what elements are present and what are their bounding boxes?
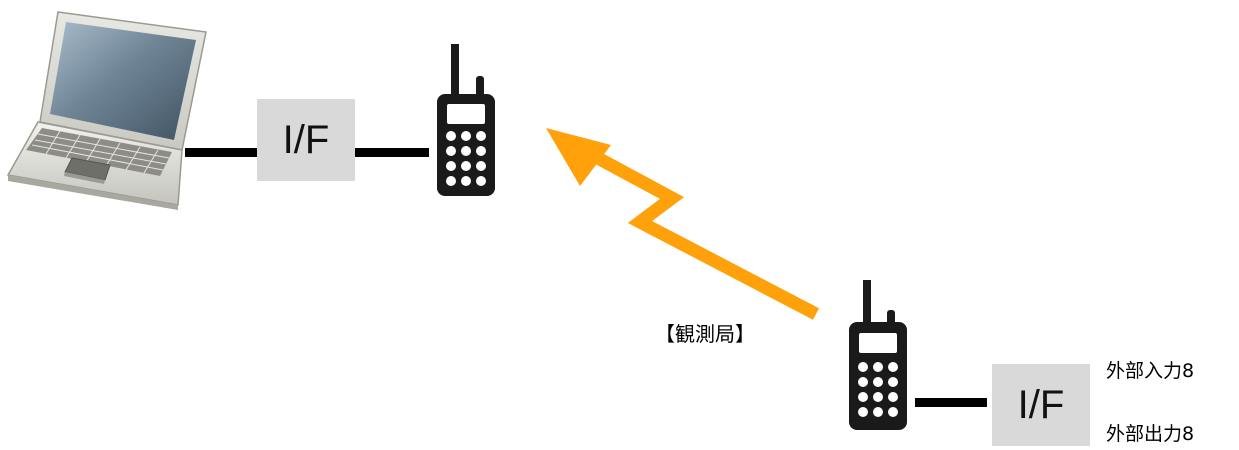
interface-box-station: I/F bbox=[992, 364, 1090, 446]
cable-interface-to-radio bbox=[355, 148, 429, 157]
cable-radio-to-interface bbox=[915, 398, 987, 407]
station-label: 【観測局】 bbox=[655, 322, 755, 346]
interface-box-base: I/F bbox=[257, 99, 355, 181]
wireless-link-arrow-icon bbox=[546, 128, 820, 320]
laptop-icon bbox=[6, 11, 207, 210]
handheld-radio-icon bbox=[437, 44, 495, 196]
interface-box-label: I/F bbox=[282, 117, 330, 162]
interface-box-label: I/F bbox=[1017, 382, 1065, 427]
external-output-label: 外部出力8 bbox=[1106, 423, 1195, 445]
external-input-label: 外部入力8 bbox=[1106, 360, 1195, 382]
handheld-radio-icon bbox=[849, 280, 907, 430]
cable-laptop-to-interface bbox=[185, 148, 257, 157]
